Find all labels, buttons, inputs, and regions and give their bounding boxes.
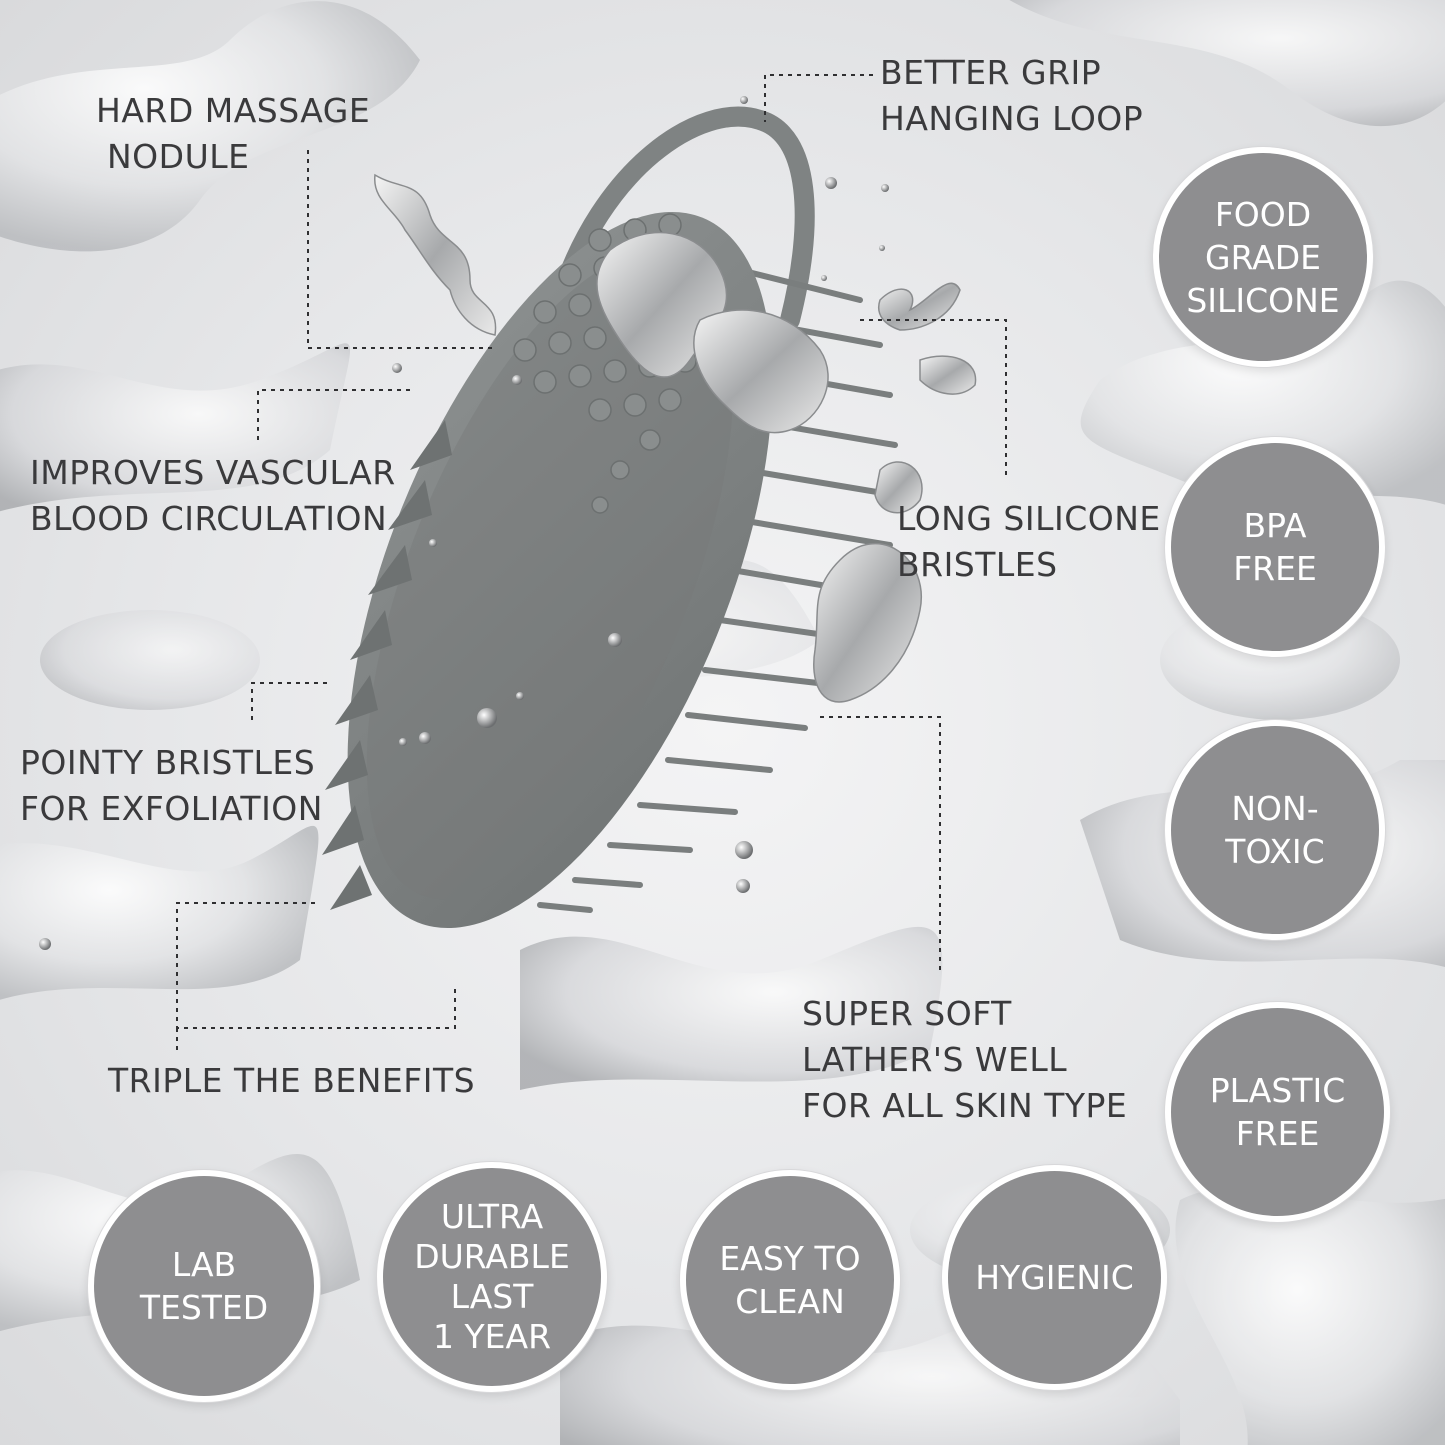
badge-text: TOXIC xyxy=(1225,832,1325,871)
badge-text: CLEAN xyxy=(735,1282,845,1321)
leader-triple xyxy=(176,902,456,1029)
leader-hard-massage xyxy=(307,150,495,349)
callout-line: NODULE xyxy=(107,137,250,176)
pointy-bristles xyxy=(322,420,452,910)
leader-grip-loop xyxy=(764,74,873,122)
leader-vascular xyxy=(257,389,410,440)
leader-soft xyxy=(820,716,941,975)
badge-hygienic: HYGIENIC xyxy=(942,1165,1167,1390)
silver-splash xyxy=(374,173,977,703)
badge-non-toxic: NON- TOXIC xyxy=(1165,720,1385,940)
callout-line: BETTER GRIP xyxy=(880,53,1102,92)
callout-vascular-circulation: IMPROVES VASCULAR BLOOD CIRCULATION xyxy=(30,450,396,542)
badge-text: SILICONE xyxy=(1186,280,1340,320)
callout-long-bristles: LONG SILICONE BRISTLES xyxy=(897,496,1161,588)
callout-line: IMPROVES VASCULAR xyxy=(30,453,396,492)
callout-line: SUPER SOFT xyxy=(802,994,1012,1033)
badge-text: BPA xyxy=(1243,506,1307,545)
badge-food-grade-silicone: FOOD GRADE SILICONE xyxy=(1153,147,1373,367)
callout-triple-benefits: TRIPLE THE BENEFITS xyxy=(108,1058,475,1104)
badge-text: FREE xyxy=(1235,1114,1320,1153)
callout-line: LONG SILICONE xyxy=(897,499,1161,538)
callout-line: HARD MASSAGE xyxy=(96,91,371,130)
badge-lab-tested: LAB TESTED xyxy=(88,1170,320,1402)
callout-line: TRIPLE THE BENEFITS xyxy=(108,1061,476,1100)
callout-super-soft: SUPER SOFT LATHER'S WELL FOR ALL SKIN TY… xyxy=(802,991,1127,1129)
badge-text: GRADE xyxy=(1205,237,1321,277)
badge-text: HYGIENIC xyxy=(975,1258,1134,1297)
callout-grip-loop: BETTER GRIP HANGING LOOP xyxy=(880,50,1143,142)
badge-ultra-durable: ULTRA DURABLE LAST 1 YEAR xyxy=(377,1162,607,1392)
badge-text: LAB xyxy=(171,1245,237,1284)
callout-line: HANGING LOOP xyxy=(880,99,1144,138)
leader-pointy xyxy=(251,682,330,720)
callout-line: BRISTLES xyxy=(897,545,1058,584)
badge-text: 1 YEAR xyxy=(433,1317,551,1356)
callout-line: LATHER'S WELL xyxy=(802,1040,1068,1079)
callout-line: FOR EXFOLIATION xyxy=(20,789,323,828)
leader-long-bristles xyxy=(860,319,1007,480)
callout-line: FOR ALL SKIN TYPE xyxy=(802,1086,1128,1125)
badge-text: TESTED xyxy=(139,1288,269,1327)
callout-line: BLOOD CIRCULATION xyxy=(30,499,388,538)
badge-plastic-free: PLASTIC FREE xyxy=(1165,1002,1390,1222)
callout-pointy-bristles: POINTY BRISTLES FOR EXFOLIATION xyxy=(20,740,323,832)
callout-line: POINTY BRISTLES xyxy=(20,743,316,782)
badge-easy-to-clean: EASY TO CLEAN xyxy=(680,1170,900,1390)
badge-text: EASY TO xyxy=(719,1239,861,1278)
water-droplets xyxy=(39,96,889,950)
badge-text: PLASTIC xyxy=(1209,1071,1346,1110)
badge-text: FOOD xyxy=(1214,194,1312,234)
badge-text: FREE xyxy=(1233,549,1317,588)
badge-text: NON- xyxy=(1231,789,1319,828)
hanging-loop xyxy=(550,106,815,330)
badge-text: LAST xyxy=(450,1277,534,1316)
callout-hard-massage-nodule: HARD MASSAGE NODULE xyxy=(96,88,370,180)
badge-text: DURABLE xyxy=(414,1237,570,1276)
badge-bpa-free: BPA FREE xyxy=(1165,437,1385,657)
badge-text: ULTRA xyxy=(440,1197,544,1236)
